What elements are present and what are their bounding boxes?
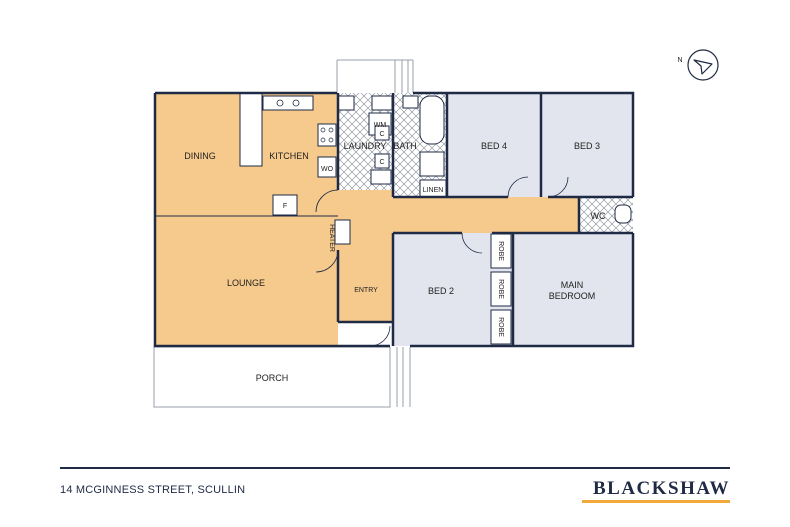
main-bedroom-label-line2: BEDROOM xyxy=(549,291,596,301)
entry-label: ENTRY xyxy=(354,287,378,294)
fixtures xyxy=(262,95,632,345)
brand-logo: BLACKSHAW xyxy=(592,478,730,499)
washing-machine-label: WM xyxy=(374,122,387,129)
bed2-label: BED 2 xyxy=(428,286,454,296)
main-bedroom-label-line1: MAIN xyxy=(561,280,584,290)
door-swings xyxy=(315,176,569,347)
bed4-label: BED 4 xyxy=(481,141,507,151)
fridge-label: F xyxy=(283,203,287,210)
bed3-label: BED 3 xyxy=(574,141,600,151)
laundry-label: LAUNDRY xyxy=(344,141,387,151)
brand-accent-bar xyxy=(582,500,730,503)
property-address: 14 MCGINNESS STREET, SCULLIN xyxy=(60,484,246,496)
walls xyxy=(153,91,635,348)
robe-label-2: ROBE xyxy=(497,279,504,299)
bath-label: BATH xyxy=(393,141,416,151)
wall-oven-label: WO xyxy=(321,166,334,173)
wc-label: WC xyxy=(591,211,606,221)
porch-label: PORCH xyxy=(256,373,289,383)
robe-label-3: ROBE xyxy=(497,317,504,337)
bedroom-zone xyxy=(393,93,633,346)
dining-label: DINING xyxy=(184,151,216,161)
linen-label: LINEN xyxy=(423,187,444,194)
living-zone xyxy=(155,92,579,346)
cupboard-label-2: C xyxy=(379,159,384,166)
north-arrow-icon: N xyxy=(677,49,719,81)
porch-area xyxy=(153,346,411,408)
rear-path xyxy=(336,59,414,93)
north-label: N xyxy=(677,57,682,64)
footer-divider xyxy=(60,467,730,469)
robe-label-1: ROBE xyxy=(497,241,504,261)
kitchen-label: KITCHEN xyxy=(269,151,309,161)
cupboard-label-1: C xyxy=(379,131,384,138)
heater-label: HEATER xyxy=(328,224,335,252)
lounge-label: LOUNGE xyxy=(227,278,265,288)
